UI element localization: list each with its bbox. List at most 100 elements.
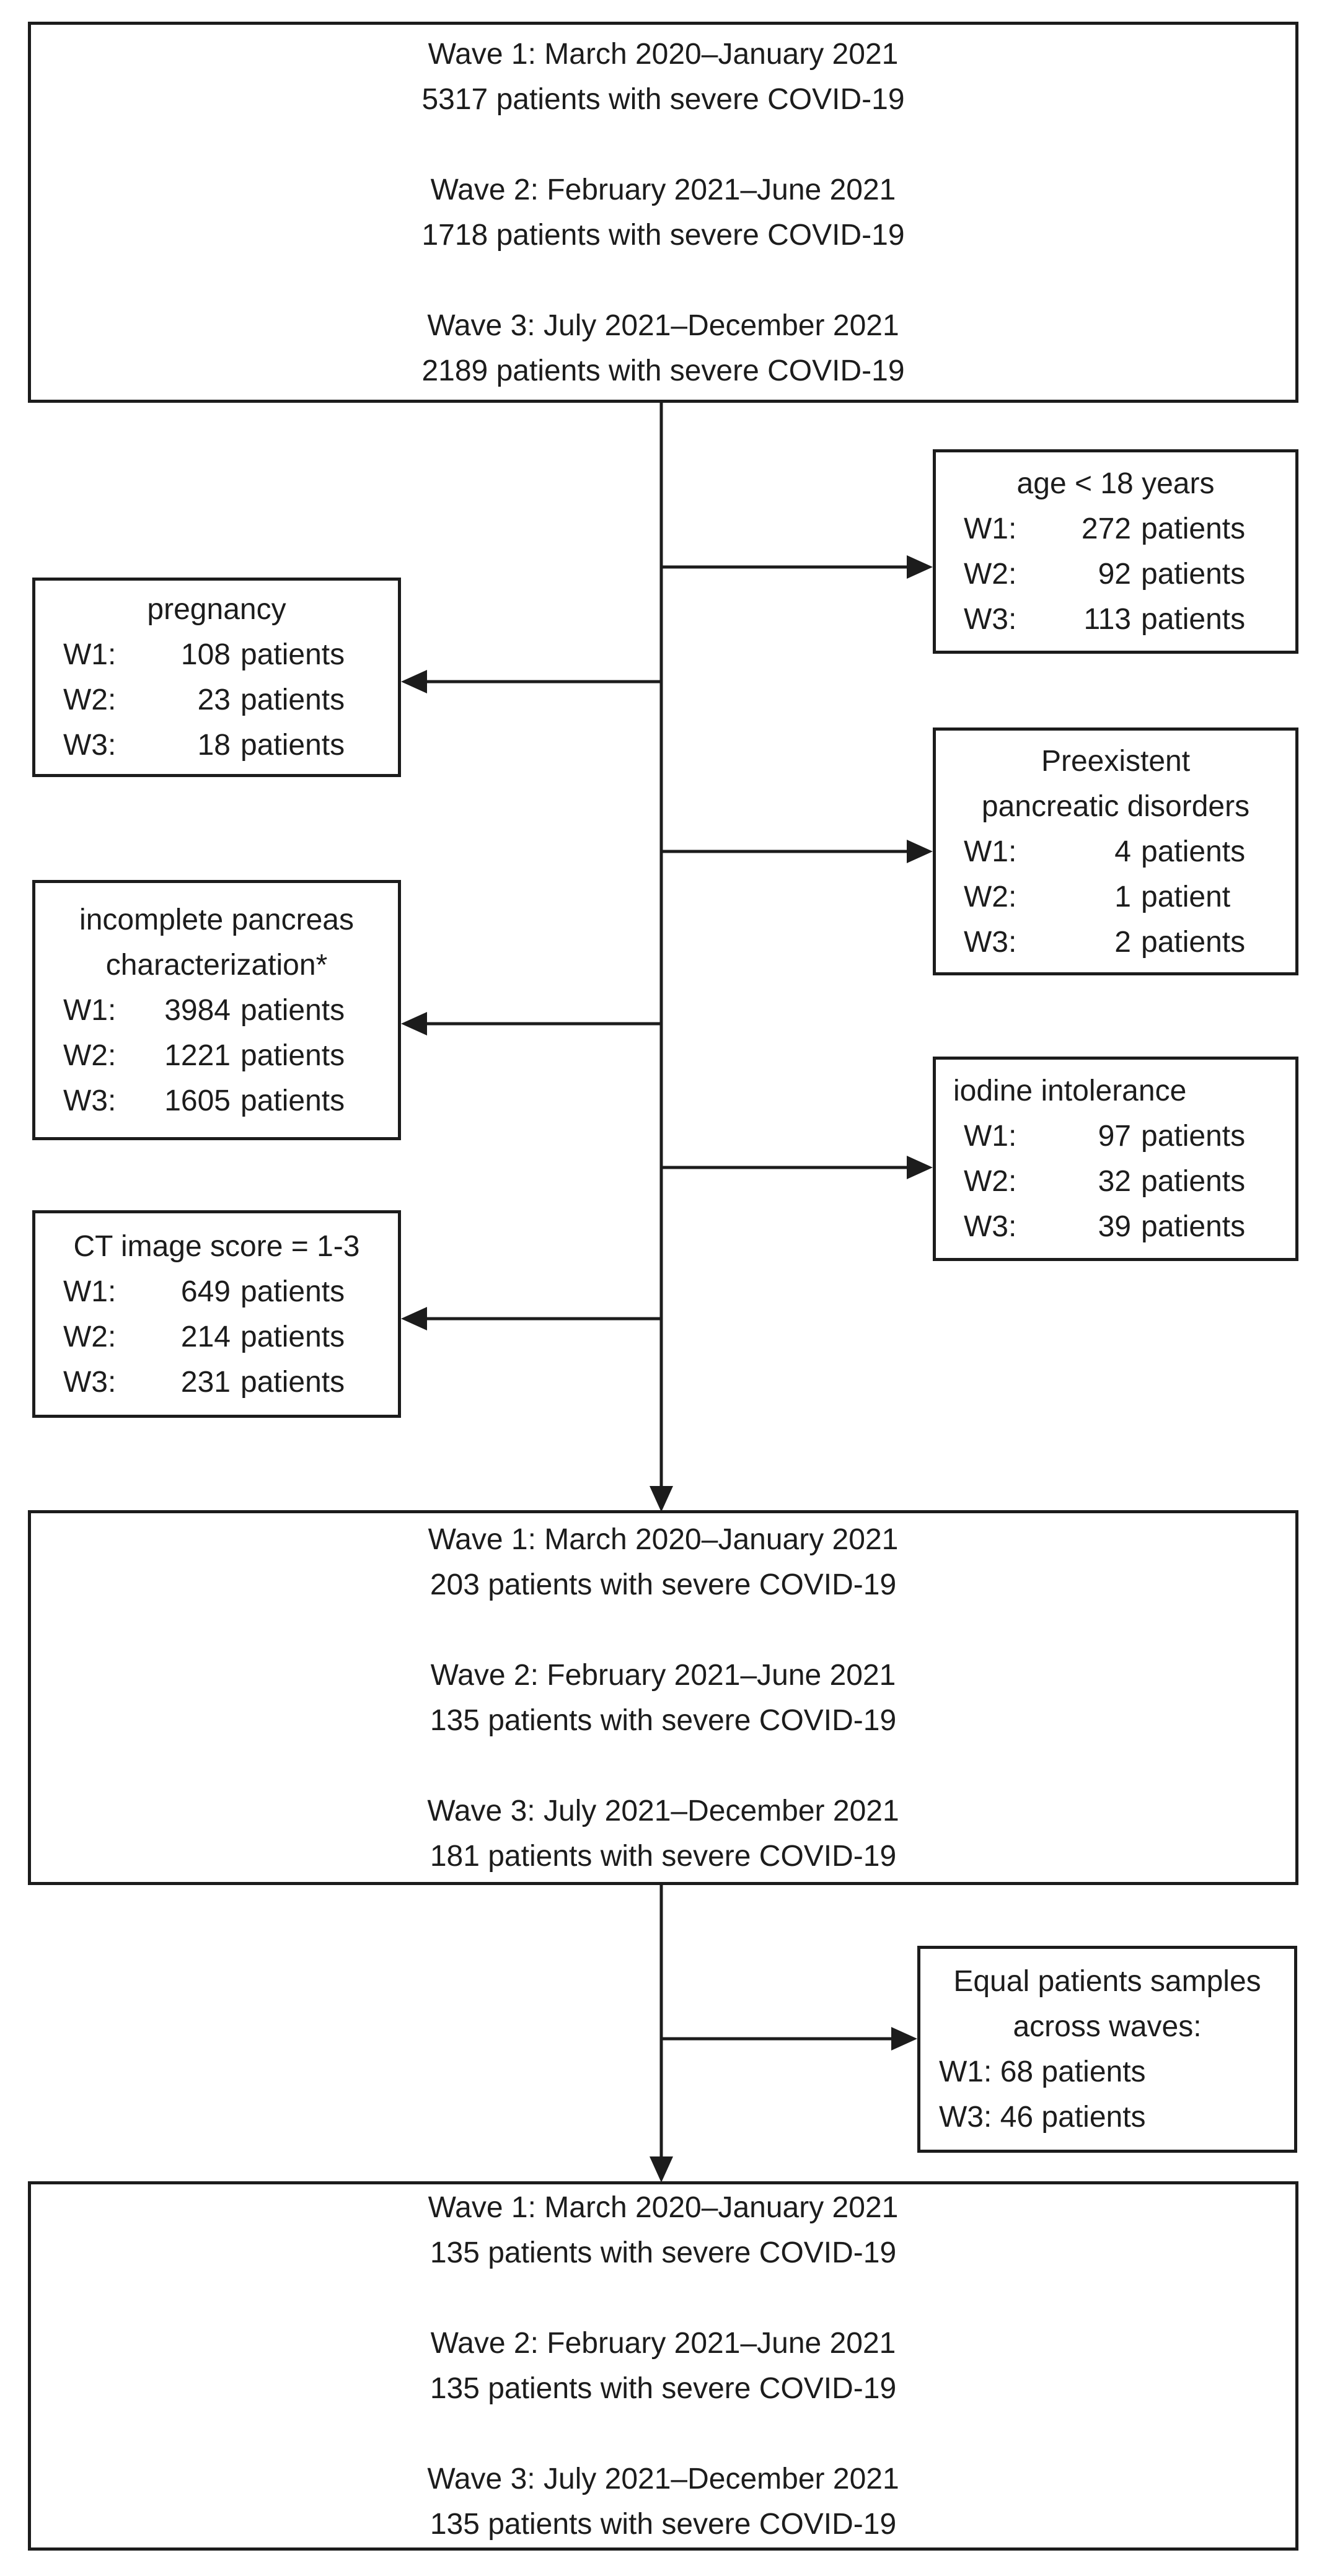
exclusion-row: W1: 108 patients xyxy=(35,632,398,677)
exclusion-title: age < 18 years xyxy=(1016,467,1215,500)
wave-label: W2: xyxy=(964,880,1017,913)
arrow-to-ct-score-exclusion xyxy=(401,1307,661,1330)
exclusion-row: W2: 1 patient xyxy=(936,874,1295,920)
wave1-entry: Wave 1: March 2020–January 2021 135 pati… xyxy=(31,2185,1295,2275)
patient-unit: patient xyxy=(1141,880,1231,913)
wave-period: Wave 2: February 2021–June 2021 xyxy=(430,2327,896,2360)
wave-label: W2: xyxy=(964,1165,1017,1198)
patient-unit: patients xyxy=(240,729,345,762)
exclusion-row: W2: 23 patients xyxy=(35,677,398,723)
patient-count: 231 xyxy=(180,1365,231,1399)
patient-count: 2 xyxy=(1114,925,1131,959)
patient-unit: patients xyxy=(240,638,345,671)
exclusion-row: W1: 272 patients xyxy=(936,506,1295,552)
matched-cohort-box: Wave 1: March 2020–January 2021 135 pati… xyxy=(28,2181,1298,2551)
exclusion-row: W2: 92 patients xyxy=(936,552,1295,597)
wave-period: Wave 3: July 2021–December 2021 xyxy=(427,2463,899,2495)
wave-label: W3: xyxy=(964,925,1017,959)
wave2-entry: Wave 2: February 2021–June 2021 135 pati… xyxy=(31,1653,1295,1743)
patient-count: 272 xyxy=(1081,512,1131,545)
patient-unit: patients xyxy=(240,1039,345,1072)
patient-unit: patients xyxy=(1141,1210,1246,1243)
exclusion-title: pancreatic disorders xyxy=(981,789,1250,823)
wave2-entry: Wave 2: February 2021–June 2021 1718 pat… xyxy=(31,167,1295,258)
patient-count: 23 xyxy=(197,684,231,716)
exclusion-box-pregnancy: pregnancy W1: 108 patients W2: 23 patien… xyxy=(32,578,401,777)
patient-unit: patients xyxy=(240,1084,345,1117)
exclusion-title: characterization* xyxy=(105,948,328,982)
exclusion-row: W3: 231 patients xyxy=(35,1360,398,1405)
patient-count: 113 xyxy=(1083,603,1131,636)
exclusion-row: W2: 1221 patients xyxy=(35,1033,398,1078)
patient-count: 3984 xyxy=(164,993,231,1027)
wave-label: W2: xyxy=(63,1039,117,1072)
exclusion-row: W3: 113 patients xyxy=(936,597,1295,642)
patient-count: 4 xyxy=(1114,835,1131,868)
patient-count: 649 xyxy=(180,1275,231,1308)
patient-count: 39 xyxy=(1098,1210,1131,1243)
patient-unit: patients xyxy=(1041,2101,1146,2134)
patient-unit: patients xyxy=(1141,925,1246,959)
arrow-to-sampling-box xyxy=(661,2027,917,2051)
exclusion-title: Preexistent xyxy=(1041,744,1191,778)
wave-label: W1: xyxy=(964,1120,1017,1153)
exclusion-box-iodine-intolerance: iodine intolerance W1: 97 patients W2: 3… xyxy=(933,1057,1298,1261)
patient-unit: patients xyxy=(1141,603,1246,636)
patient-unit: patients xyxy=(240,1365,345,1399)
wave3-entry: Wave 3: July 2021–December 2021 2189 pat… xyxy=(31,303,1295,393)
patient-count: 46 xyxy=(1000,2101,1034,2134)
patient-count: 18 xyxy=(197,729,231,762)
arrow-to-iodine-intolerance-exclusion xyxy=(661,1156,933,1179)
exclusion-title: CT image score = 1-3 xyxy=(73,1229,360,1263)
patient-count: 1605 xyxy=(164,1084,231,1117)
wave-count: 135 patients with severe COVID-19 xyxy=(430,2372,897,2405)
wave-label: W2: xyxy=(63,1320,117,1353)
exclusion-box-ct-score: CT image score = 1-3 W1: 649 patients W2… xyxy=(32,1210,401,1418)
wave-label: W2: xyxy=(63,684,117,716)
wave-count: 135 patients with severe COVID-19 xyxy=(430,2508,897,2541)
wave-label: W1: xyxy=(964,512,1017,545)
patient-count: 97 xyxy=(1098,1120,1131,1153)
patient-unit: patients xyxy=(1141,1120,1246,1153)
wave-period: Wave 3: July 2021–December 2021 xyxy=(427,309,899,342)
wave-period: Wave 3: July 2021–December 2021 xyxy=(427,1794,899,1827)
wave-label: W3: xyxy=(964,1210,1017,1243)
exclusion-row: W2: 32 patients xyxy=(936,1159,1295,1204)
wave-label: W3: xyxy=(964,603,1017,636)
wave-count: 1718 patients with severe COVID-19 xyxy=(421,218,905,252)
patient-unit: patients xyxy=(1141,512,1246,545)
exclusion-row: W1: 3984 patients xyxy=(35,988,398,1033)
wave1-entry: Wave 1: March 2020–January 2021 5317 pat… xyxy=(31,32,1295,122)
patient-unit: patients xyxy=(240,1275,345,1308)
patient-count: 108 xyxy=(180,638,231,671)
patient-unit: patients xyxy=(1141,835,1246,868)
arrow-initial-to-after-exclusions xyxy=(650,403,673,1512)
wave-period: Wave 1: March 2020–January 2021 xyxy=(428,2191,899,2224)
exclusion-row: W1: 649 patients xyxy=(35,1269,398,1314)
patient-count: 32 xyxy=(1098,1165,1131,1198)
wave-label: W3: xyxy=(63,1084,117,1117)
wave-label: W3: xyxy=(63,1365,117,1399)
wave-label: W3: xyxy=(939,2101,992,2134)
exclusion-title: incomplete pancreas xyxy=(79,903,354,936)
patient-unit: patients xyxy=(1041,2055,1146,2088)
exclusion-row: W3: 18 patients xyxy=(35,723,398,768)
patient-count: 214 xyxy=(180,1320,231,1353)
wave-period: Wave 1: March 2020–January 2021 xyxy=(428,1523,899,1556)
wave-label: W1: xyxy=(964,835,1017,868)
exclusion-title: iodine intolerance xyxy=(953,1075,1187,1107)
patient-count: 68 xyxy=(1000,2055,1034,2088)
arrow-to-incomplete-characterization-exclusion xyxy=(401,1012,661,1035)
exclusion-row: W3: 39 patients xyxy=(936,1204,1295,1249)
exclusion-box-pancreatic-disorders: Preexistent pancreatic disorders W1: 4 p… xyxy=(933,728,1298,975)
exclusion-box-age: age < 18 years W1: 272 patients W2: 92 p… xyxy=(933,449,1298,654)
wave3-entry: Wave 3: July 2021–December 2021 181 pati… xyxy=(31,1788,1295,1879)
wave-count: 5317 patients with severe COVID-19 xyxy=(421,82,905,116)
wave-count: 135 patients with severe COVID-19 xyxy=(430,2236,897,2269)
sampling-title: across waves: xyxy=(1013,2010,1202,2043)
wave-count: 203 patients with severe COVID-19 xyxy=(430,1568,897,1601)
wave3-entry: Wave 3: July 2021–December 2021 135 pati… xyxy=(31,2456,1295,2547)
arrow-after-exclusions-to-final xyxy=(650,1884,673,2183)
